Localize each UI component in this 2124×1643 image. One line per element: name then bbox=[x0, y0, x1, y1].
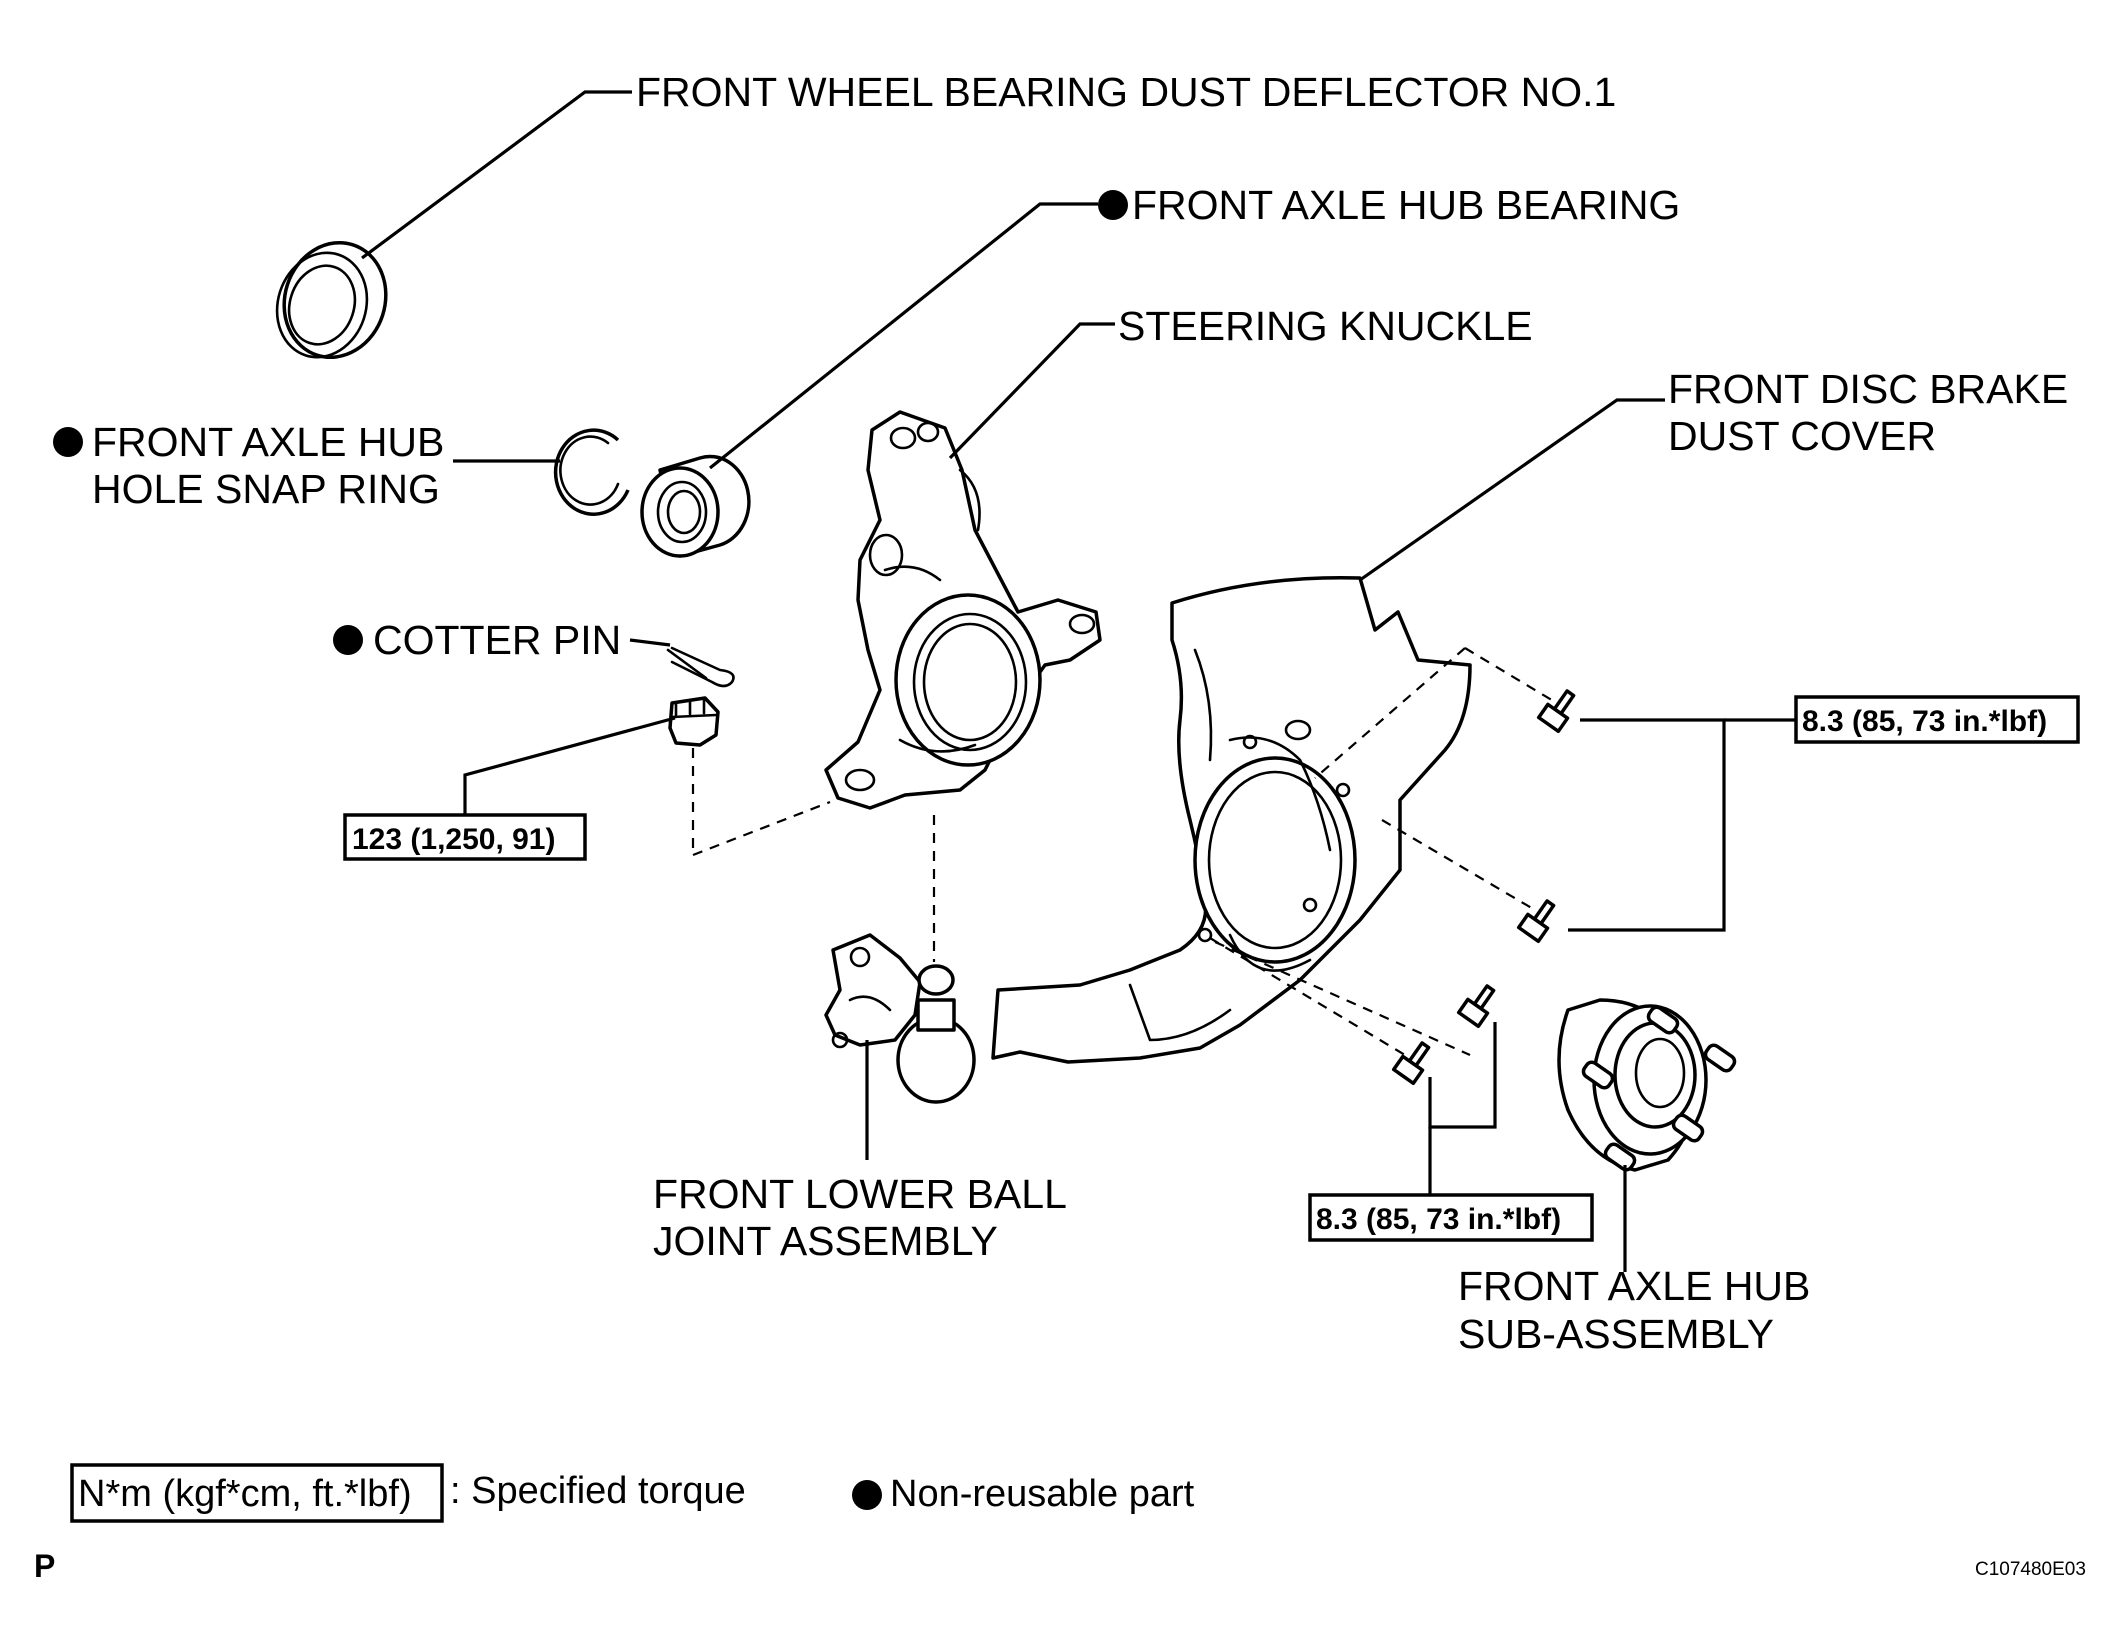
cotter-pin-leader bbox=[629, 638, 671, 647]
snap-ring-nonreusable-dot bbox=[53, 427, 83, 457]
snap-ring-drawing bbox=[553, 428, 630, 516]
legend: N*m (kgf*cm, ft.*lbf) : Specified torque… bbox=[70, 1463, 1195, 1523]
snap-ring-label-line2: HOLE SNAP RING bbox=[92, 466, 440, 512]
upper-bolts-torque-value: 8.3 (85, 73 in.*lbf) bbox=[1802, 705, 2047, 738]
hub-bearing-nonreusable-dot bbox=[1098, 190, 1128, 220]
brake-dust-cover-label-line2: DUST COVER bbox=[1668, 413, 1936, 459]
dust-deflector-leader bbox=[361, 90, 632, 260]
legend-torque-unit: N*m (kgf*cm, ft.*lbf) bbox=[78, 1473, 412, 1515]
ball-joint-label-line1: FRONT LOWER BALL bbox=[653, 1171, 1067, 1217]
page-code: P bbox=[34, 1548, 55, 1584]
upper-bolts-bracket bbox=[1568, 718, 1726, 932]
castle-nut-leader bbox=[463, 716, 676, 820]
lower-bolts-torque-box bbox=[1308, 1193, 1594, 1242]
dust-cover-bolts bbox=[1391, 689, 1576, 1086]
hub-bearing-drawing bbox=[640, 454, 751, 558]
castle-nut-drawing bbox=[668, 696, 720, 747]
cotter-pin-drawing bbox=[666, 646, 735, 688]
cotter-pin-nonreusable-dot bbox=[333, 625, 363, 655]
legend-torque-box bbox=[70, 1463, 444, 1523]
figure-id: C107480E03 bbox=[1975, 1559, 2086, 1580]
legend-nonreusable-dot bbox=[852, 1480, 882, 1510]
axle-hub-drawing bbox=[1557, 998, 1737, 1172]
lower-bolts-bracket bbox=[1428, 1022, 1497, 1129]
ball-joint-drawing bbox=[824, 933, 976, 1104]
axle-hub-label-line2: SUB-ASSEMBLY bbox=[1458, 1311, 1774, 1357]
steering-knuckle-drawing bbox=[824, 410, 1102, 810]
lower-bolts-torque-value: 8.3 (85, 73 in.*lbf) bbox=[1316, 1203, 1561, 1236]
cotter-pin-label: COTTER PIN bbox=[373, 617, 621, 663]
hub-bearing-leader bbox=[709, 202, 1098, 470]
legend-torque-text: : Specified torque bbox=[450, 1470, 746, 1512]
brake-dust-cover-leader bbox=[1359, 398, 1665, 582]
ball-joint-label-line2: JOINT ASSEMBLY bbox=[653, 1218, 998, 1264]
hub-bearing-label: FRONT AXLE HUB BEARING bbox=[1132, 182, 1680, 228]
nut-torque-box bbox=[343, 813, 587, 861]
steering-knuckle-leader bbox=[948, 322, 1115, 460]
steering-knuckle-label: STEERING KNUCKLE bbox=[1118, 303, 1533, 349]
brake-dust-cover-drawing bbox=[991, 575, 1472, 1064]
assembly-dashed-lines bbox=[691, 647, 1556, 1059]
legend-nonreusable-text: Non-reusable part bbox=[890, 1473, 1195, 1515]
upper-bolts-torque-box bbox=[1794, 695, 2080, 744]
axle-hub-label-line1: FRONT AXLE HUB bbox=[1458, 1263, 1810, 1309]
brake-dust-cover-label-line1: FRONT DISC BRAKE bbox=[1668, 366, 2068, 412]
snap-ring-label-line1: FRONT AXLE HUB bbox=[92, 419, 444, 465]
dust-deflector-drawing bbox=[275, 240, 388, 360]
dust-deflector-label: FRONT WHEEL BEARING DUST DEFLECTOR NO.1 bbox=[636, 69, 1616, 115]
nut-torque-value: 123 (1,250, 91) bbox=[352, 823, 555, 856]
